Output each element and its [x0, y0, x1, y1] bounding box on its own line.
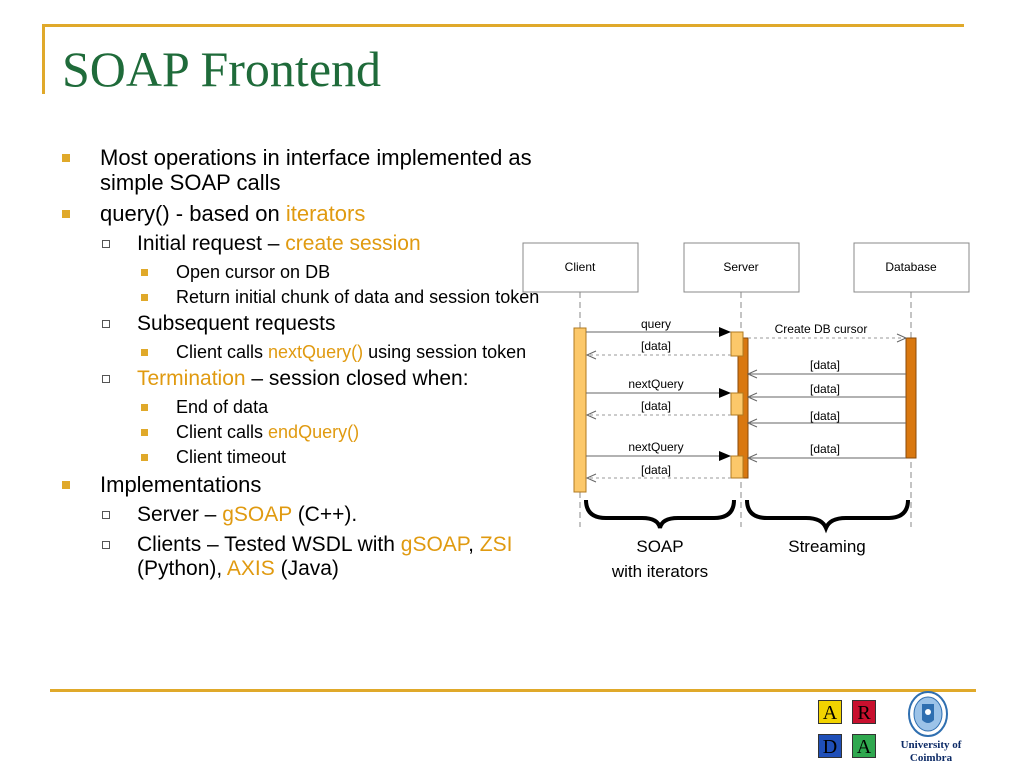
data-label-3: [data] — [641, 463, 671, 477]
bullet-list: Most operations in interface implemented… — [60, 145, 550, 587]
create-cursor-label: Create DB cursor — [775, 322, 868, 336]
frame-bottom-line — [50, 689, 976, 692]
streaming-caption: Streaming — [788, 537, 865, 556]
client-box — [522, 242, 639, 293]
server-activation-3 — [730, 455, 744, 479]
server-activation-2 — [730, 392, 744, 416]
bullet-client-calls-next: Client calls nextQuery() using session t… — [60, 342, 550, 362]
university-crest-icon — [908, 691, 948, 737]
bullet-server: Server – gSOAP (C++). — [60, 503, 550, 527]
db-data-head-2 — [746, 392, 758, 402]
bullet-open-cursor: Open cursor on DB — [60, 262, 550, 282]
db-data-label-4: [data] — [810, 442, 840, 456]
bullet-subsequent: Subsequent requests — [60, 312, 550, 336]
logo-square-a1: A — [818, 700, 842, 724]
db-data-head-3 — [746, 418, 758, 428]
bullet-marker — [102, 541, 110, 549]
nextquery-arrowhead-1 — [719, 388, 731, 398]
db-data-head-1 — [746, 369, 758, 379]
bullet-marker — [141, 349, 148, 356]
bullet-initial-request: Initial request – create session — [60, 232, 550, 256]
bullet-marker — [141, 404, 148, 411]
bullet-client-calls-end: Client calls endQuery() — [60, 422, 550, 442]
db-data-head-4 — [746, 453, 758, 463]
streaming-brace — [745, 499, 910, 534]
bullet-implementations: Implementations — [60, 472, 550, 497]
data-return-3-head — [585, 473, 597, 483]
db-data-label-1: [data] — [810, 358, 840, 372]
client-activation — [573, 327, 587, 493]
data-label-2: [data] — [641, 399, 671, 413]
frame-top-line — [42, 24, 964, 27]
bullet-client-timeout: Client timeout — [60, 447, 550, 467]
db-data-label-2: [data] — [810, 382, 840, 396]
logo-square-d: D — [818, 734, 842, 758]
database-activation — [905, 337, 917, 459]
data-return-1-head — [585, 350, 597, 360]
data-return-2-head — [585, 410, 597, 420]
create-cursor-head — [896, 333, 908, 343]
bullet-marker — [141, 429, 148, 436]
frame-left-line — [42, 24, 45, 94]
server-box — [683, 242, 800, 293]
client-label: Client — [565, 260, 596, 274]
bullet-marker — [102, 511, 110, 519]
server-activation-1 — [730, 331, 744, 357]
soap-caption-line2: with iterators — [611, 562, 708, 581]
nextquery-label-2: nextQuery — [628, 440, 683, 454]
bullet-end-of-data: End of data — [60, 397, 550, 417]
soap-caption-line1: SOAP — [636, 537, 683, 556]
bullet-marker — [62, 481, 70, 489]
database-label: Database — [885, 260, 937, 274]
bullet-query: query() - based on iterators — [60, 201, 550, 226]
db-data-label-3: [data] — [810, 409, 840, 423]
nextquery-arrowhead-2 — [719, 451, 731, 461]
slide-title: SOAP Frontend — [62, 41, 382, 97]
bullet-marker — [102, 320, 110, 328]
bullet-return-chunk: Return initial chunk of data and session… — [60, 287, 550, 307]
query-label: query — [641, 317, 671, 331]
query-arrowhead — [719, 327, 731, 337]
bullet-termination: Termination – session closed when: — [60, 367, 550, 391]
bullet-marker — [141, 454, 148, 461]
bullet-marker — [62, 210, 70, 218]
bullet-marker — [102, 375, 110, 383]
university-name: University of Coimbra — [900, 739, 962, 764]
bullet-clients: Clients – Tested WSDL with gSOAP, ZSI (P… — [60, 533, 550, 581]
bullet-marker — [141, 294, 148, 301]
bullet-marker — [102, 240, 110, 248]
bullet-marker — [141, 269, 148, 276]
logo-square-a2: A — [852, 734, 876, 758]
database-box — [853, 242, 970, 293]
bullet-operations: Most operations in interface implemented… — [60, 145, 550, 195]
soap-brace — [584, 499, 736, 529]
server-label: Server — [723, 260, 758, 274]
bullet-marker — [62, 154, 70, 162]
data-label-1: [data] — [641, 339, 671, 353]
nextquery-label-1: nextQuery — [628, 377, 683, 391]
sequence-diagram: Client Server Database query [data] next… — [522, 242, 970, 581]
logo-square-r: R — [852, 700, 876, 724]
